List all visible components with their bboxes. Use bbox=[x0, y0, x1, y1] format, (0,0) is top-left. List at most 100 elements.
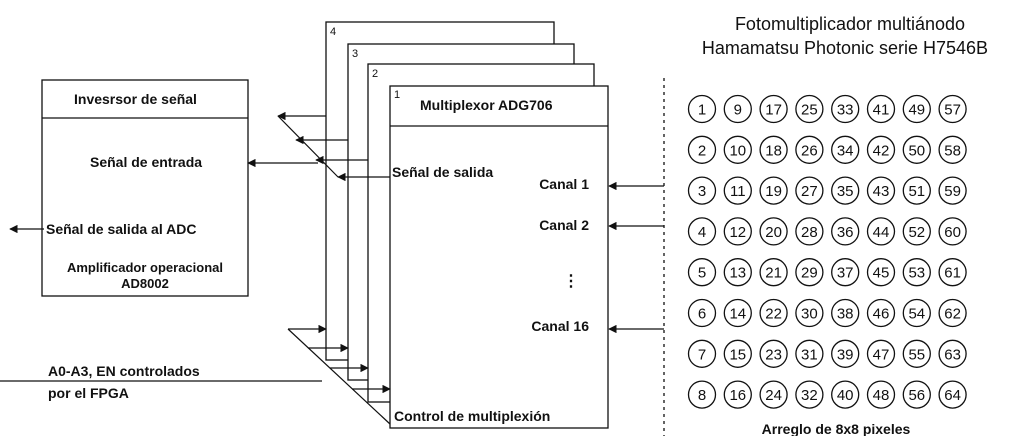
pixel-number: 50 bbox=[908, 142, 925, 159]
pixel-number: 32 bbox=[801, 387, 818, 404]
pixel-circle bbox=[795, 380, 824, 409]
pixel-44: 44 bbox=[866, 217, 896, 246]
pixel-26: 26 bbox=[795, 135, 824, 164]
pixel-number: 10 bbox=[729, 142, 746, 159]
pixel-circle bbox=[795, 217, 824, 246]
pixel-circle bbox=[687, 217, 717, 246]
pmt-title-line1: Fotomultiplicador multiánodo bbox=[735, 14, 965, 34]
pixel-6: 6 bbox=[687, 298, 717, 328]
pixel-11: 11 bbox=[723, 176, 752, 205]
pixel-3: 3 bbox=[687, 176, 717, 205]
pixel-number: 45 bbox=[873, 265, 890, 282]
mux-channel-ellipsis: ⋮ bbox=[563, 273, 579, 290]
pixel-number: 25 bbox=[801, 102, 818, 119]
pixel-49: 49 bbox=[902, 94, 931, 124]
pixel-circle bbox=[687, 298, 717, 328]
pixel-number: 58 bbox=[944, 142, 961, 159]
pixel-circle bbox=[723, 380, 752, 409]
pixel-33: 33 bbox=[831, 94, 860, 124]
pixel-circle bbox=[723, 176, 752, 205]
pixel-circle bbox=[723, 94, 752, 124]
pixel-number: 39 bbox=[837, 346, 854, 363]
pixel-40: 40 bbox=[831, 380, 860, 409]
pixel-number: 60 bbox=[944, 224, 961, 241]
pixel-12: 12 bbox=[723, 217, 752, 246]
pixel-circle bbox=[902, 298, 931, 328]
pixel-7: 7 bbox=[687, 339, 717, 368]
inverter-input-label: Señal de entrada bbox=[90, 154, 202, 170]
pixel-circle bbox=[938, 380, 967, 409]
pixel-number: 8 bbox=[698, 387, 706, 404]
pixel-circle bbox=[938, 217, 967, 246]
pixel-number: 62 bbox=[944, 306, 961, 323]
pixel-number: 57 bbox=[944, 102, 961, 119]
pixel-13: 13 bbox=[723, 258, 752, 287]
pixel-circle bbox=[795, 176, 824, 205]
pixel-number: 53 bbox=[908, 265, 925, 282]
pixel-circle bbox=[902, 176, 931, 205]
mux-title: Multiplexor ADG706 bbox=[420, 97, 553, 113]
pixel-number: 35 bbox=[837, 183, 854, 200]
pixel-circle bbox=[759, 258, 788, 287]
pixel-60: 60 bbox=[938, 217, 967, 246]
pixel-48: 48 bbox=[866, 380, 896, 409]
mux-channel-16-label: Canal 16 bbox=[531, 318, 589, 334]
mux-board-1 bbox=[389, 85, 609, 429]
mux-output-bus bbox=[277, 111, 390, 182]
pixel-39: 39 bbox=[831, 339, 860, 368]
pixel-circle bbox=[938, 176, 967, 205]
pixel-8: 8 bbox=[687, 380, 717, 409]
mux-board-2-number: 2 bbox=[372, 68, 378, 80]
pixel-circle bbox=[723, 217, 752, 246]
pixel-number: 3 bbox=[698, 183, 706, 200]
pixel-5: 5 bbox=[687, 258, 717, 287]
pixel-23: 23 bbox=[759, 339, 788, 368]
pixel-circle bbox=[902, 339, 931, 368]
pixel-number: 22 bbox=[765, 306, 782, 323]
pixel-circle bbox=[831, 380, 860, 409]
pixel-17: 17 bbox=[759, 94, 788, 124]
pixel-number: 14 bbox=[729, 306, 746, 323]
pixel-number: 6 bbox=[698, 306, 706, 323]
pixel-56: 56 bbox=[902, 380, 931, 409]
pixel-number: 26 bbox=[801, 142, 818, 159]
inverter-amp-line2: AD8002 bbox=[121, 276, 169, 291]
pixel-64: 64 bbox=[938, 380, 967, 409]
pixel-36: 36 bbox=[831, 217, 860, 246]
pixel-45: 45 bbox=[866, 258, 896, 287]
pixel-circle bbox=[759, 94, 788, 124]
pixel-57: 57 bbox=[938, 94, 967, 124]
pixel-number: 55 bbox=[908, 346, 925, 363]
pixel-circle bbox=[831, 258, 860, 287]
pixel-circle bbox=[866, 135, 896, 164]
pixel-circle bbox=[795, 258, 824, 287]
pixel-number: 2 bbox=[698, 142, 706, 159]
pixel-52: 52 bbox=[902, 217, 931, 246]
pixel-number: 7 bbox=[698, 346, 706, 363]
pixel-41: 41 bbox=[866, 94, 896, 124]
pixel-circle bbox=[759, 339, 788, 368]
pixel-number: 42 bbox=[873, 142, 890, 159]
pixel-circle bbox=[902, 135, 931, 164]
pixel-circle bbox=[687, 339, 717, 368]
pixel-circle bbox=[831, 176, 860, 205]
pixel-circle bbox=[831, 298, 860, 328]
pixel-circle bbox=[795, 94, 824, 124]
pixel-number: 4 bbox=[698, 224, 706, 241]
pixel-circle bbox=[938, 298, 967, 328]
pixel-circle bbox=[795, 298, 824, 328]
mux-board-3-number: 3 bbox=[352, 48, 358, 60]
pixel-circle bbox=[759, 217, 788, 246]
pixel-number: 51 bbox=[908, 183, 925, 200]
pixel-number: 21 bbox=[765, 265, 782, 282]
pixel-circle bbox=[687, 176, 717, 205]
pixel-number: 9 bbox=[734, 102, 742, 119]
pixel-number: 13 bbox=[729, 265, 746, 282]
pixel-55: 55 bbox=[902, 339, 931, 368]
pixel-number: 17 bbox=[765, 102, 782, 119]
pixel-circle bbox=[723, 339, 752, 368]
pixel-number: 43 bbox=[873, 183, 890, 200]
pixel-4: 4 bbox=[687, 217, 717, 246]
pixel-20: 20 bbox=[759, 217, 788, 246]
pixel-circle bbox=[866, 339, 896, 368]
